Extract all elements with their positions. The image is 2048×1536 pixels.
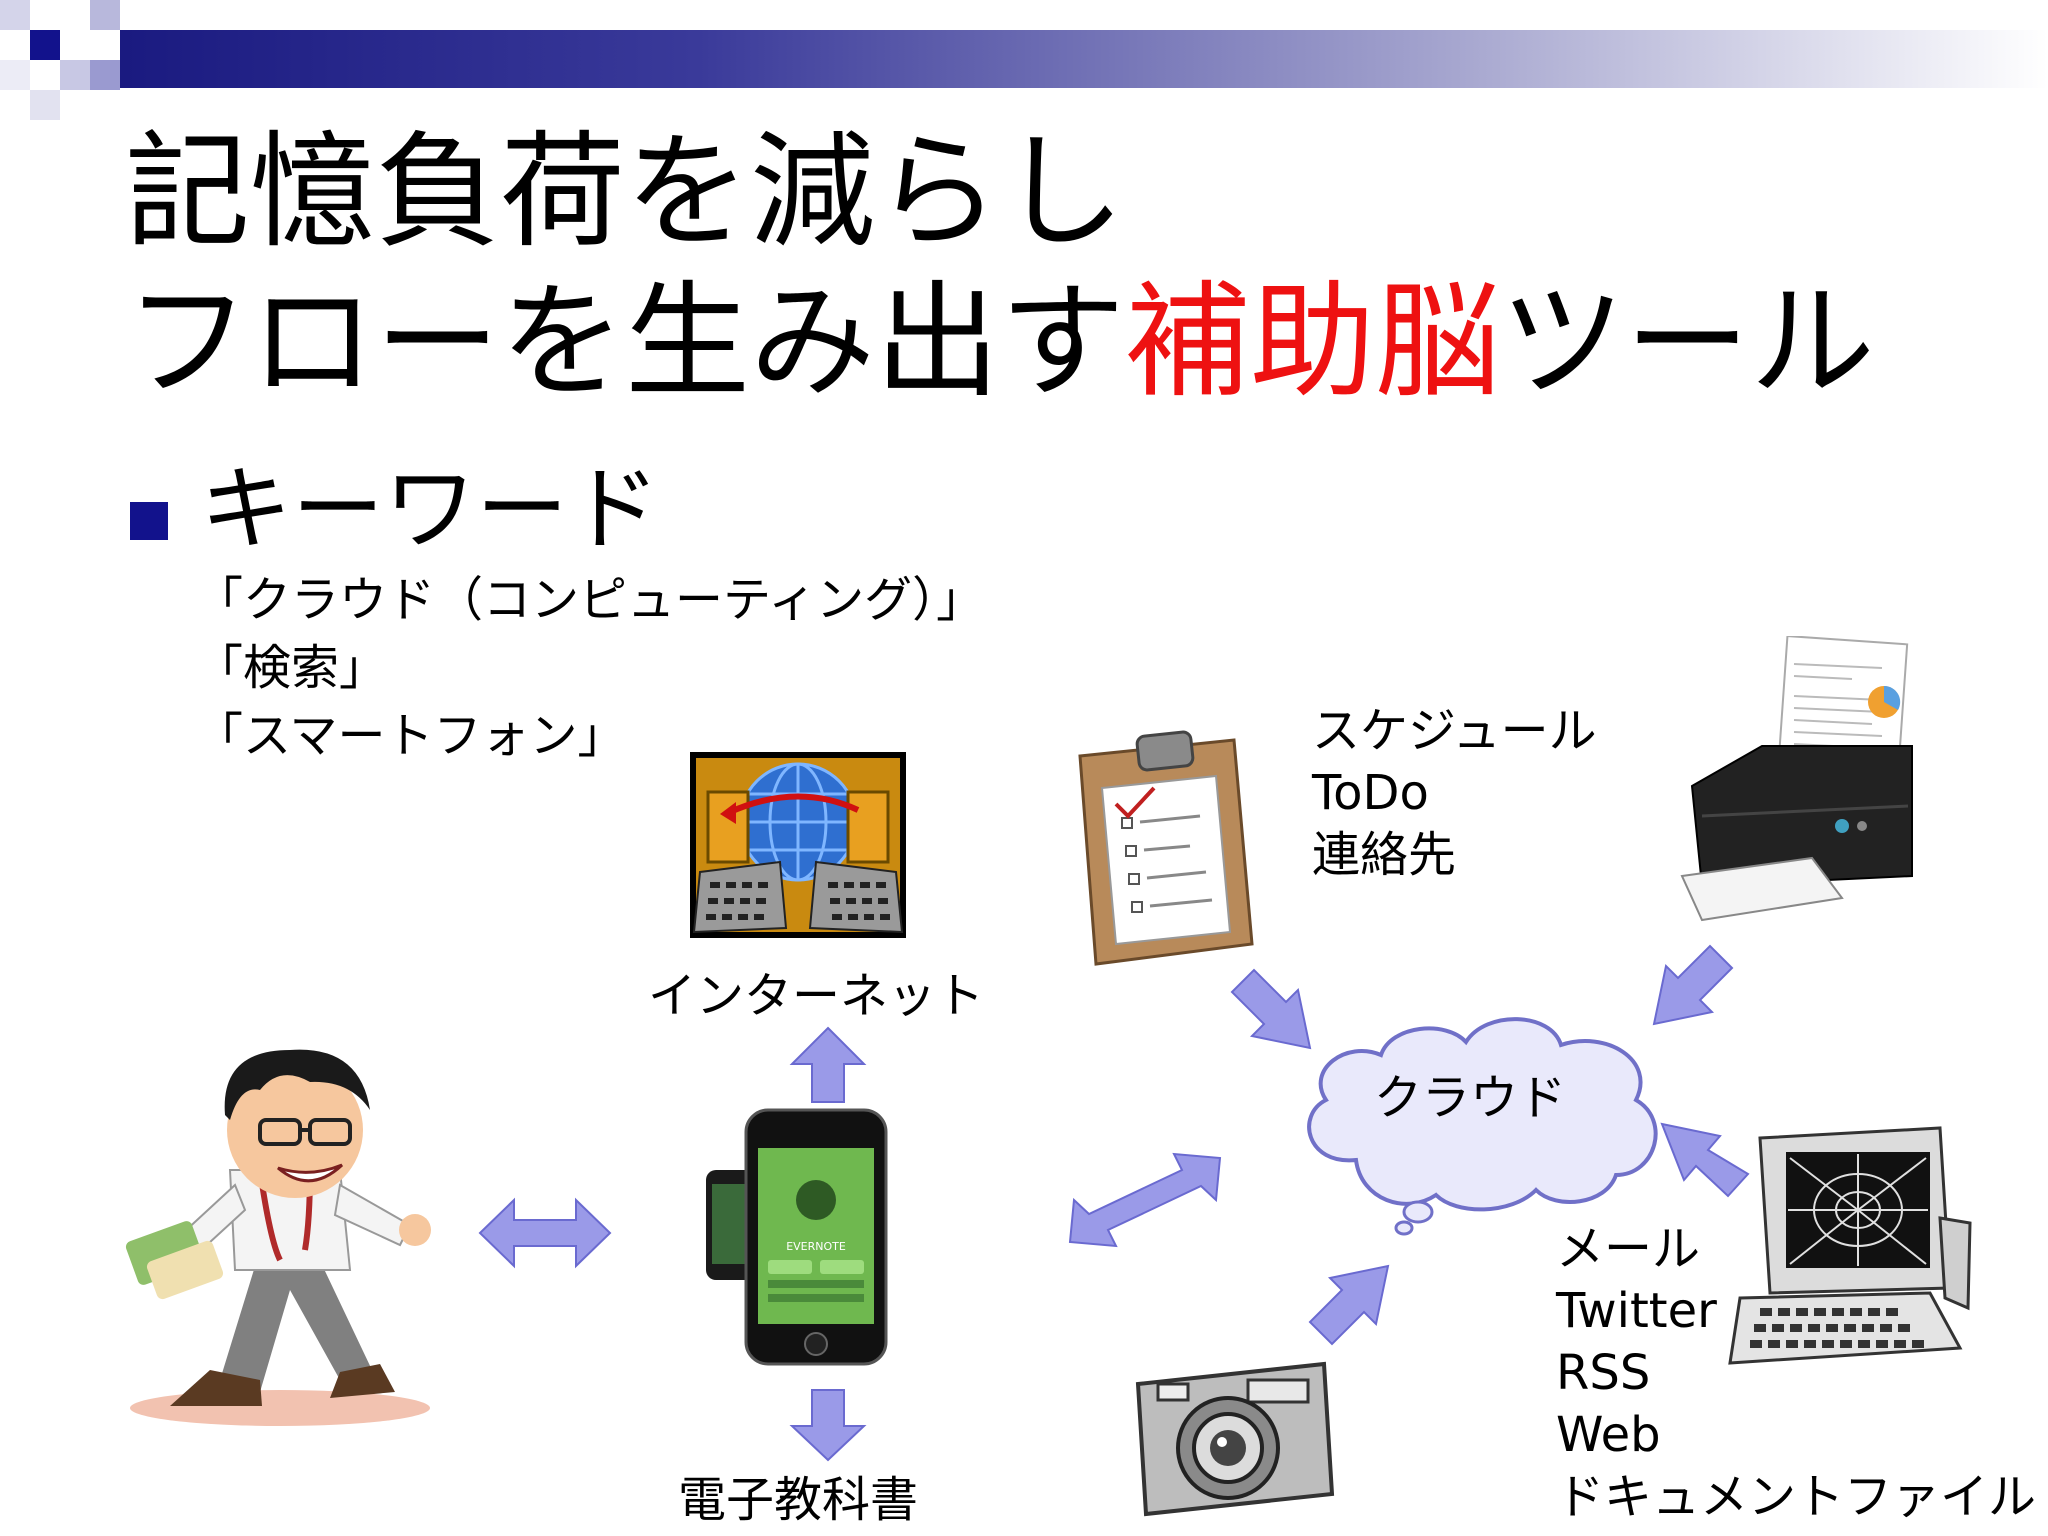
smartphone-icon: EVERNOTE bbox=[706, 1108, 888, 1366]
arrow-to-cloud-icon bbox=[1652, 944, 1734, 1026]
ebook-label: 電子教科書 bbox=[678, 1472, 919, 1528]
schedule-list: スケジュール ToDo 連絡先 bbox=[1312, 700, 1597, 886]
internet-label: インターネット bbox=[648, 968, 985, 1024]
phone-brand-text: EVERNOTE bbox=[786, 1240, 846, 1253]
title-line-2-start: フローを生み出す bbox=[125, 270, 1125, 415]
title-line-1: 記憶負荷を減らし bbox=[125, 120, 1125, 265]
input-source-item: RSS bbox=[1556, 1345, 1651, 1401]
arrow-to-cloud-icon bbox=[1230, 968, 1312, 1050]
keyword-item: 「スマートフォン」 bbox=[195, 708, 626, 764]
schedule-item: ToDo bbox=[1312, 765, 1429, 821]
diagonal-double-arrow-icon bbox=[1068, 1152, 1222, 1248]
title-line-2-end: ツール bbox=[1500, 270, 1875, 415]
document-scanner-icon bbox=[1680, 636, 1913, 922]
cloud-label: クラウド bbox=[1374, 1070, 1567, 1126]
schedule-item: スケジュール bbox=[1312, 703, 1597, 759]
keyword-item: 「検索」 bbox=[195, 640, 388, 696]
bullet-heading: キーワード bbox=[200, 456, 661, 563]
input-source-item: Web bbox=[1556, 1407, 1661, 1463]
header-gradient-band bbox=[120, 30, 2048, 88]
double-arrow-icon bbox=[478, 1197, 612, 1269]
title-line-2: フローを生み出す補助脳ツール bbox=[125, 268, 1875, 418]
arrow-up-icon bbox=[789, 1026, 867, 1103]
computer-icon bbox=[1728, 1126, 1972, 1365]
arrow-to-cloud-icon bbox=[1660, 1122, 1750, 1198]
input-sources-list: メール Twitter RSS Web ドキュメントファイル bbox=[1556, 1218, 2036, 1528]
title-accent-text: 補助脳 bbox=[1125, 270, 1500, 415]
arrow-down-icon bbox=[789, 1389, 867, 1462]
slide-title: 記憶負荷を減らし フローを生み出す補助脳ツール bbox=[125, 118, 1875, 418]
camera-icon bbox=[1135, 1361, 1335, 1517]
arrow-to-cloud-icon bbox=[1308, 1264, 1390, 1346]
header-squares bbox=[0, 0, 120, 120]
input-source-item: Twitter bbox=[1556, 1283, 1717, 1339]
cloud-shape bbox=[1307, 1017, 1658, 1236]
internet-globe-icon bbox=[690, 752, 906, 938]
input-source-item: メール bbox=[1556, 1221, 1701, 1277]
bullet-square-icon bbox=[130, 502, 168, 540]
schedule-item: 連絡先 bbox=[1312, 827, 1457, 883]
keyword-item: 「クラウド（コンピューティング）」 bbox=[195, 572, 985, 628]
clipboard-icon bbox=[1078, 730, 1254, 966]
input-source-item: ドキュメントファイル bbox=[1556, 1469, 2037, 1525]
doctor-illustration bbox=[125, 1049, 431, 1426]
